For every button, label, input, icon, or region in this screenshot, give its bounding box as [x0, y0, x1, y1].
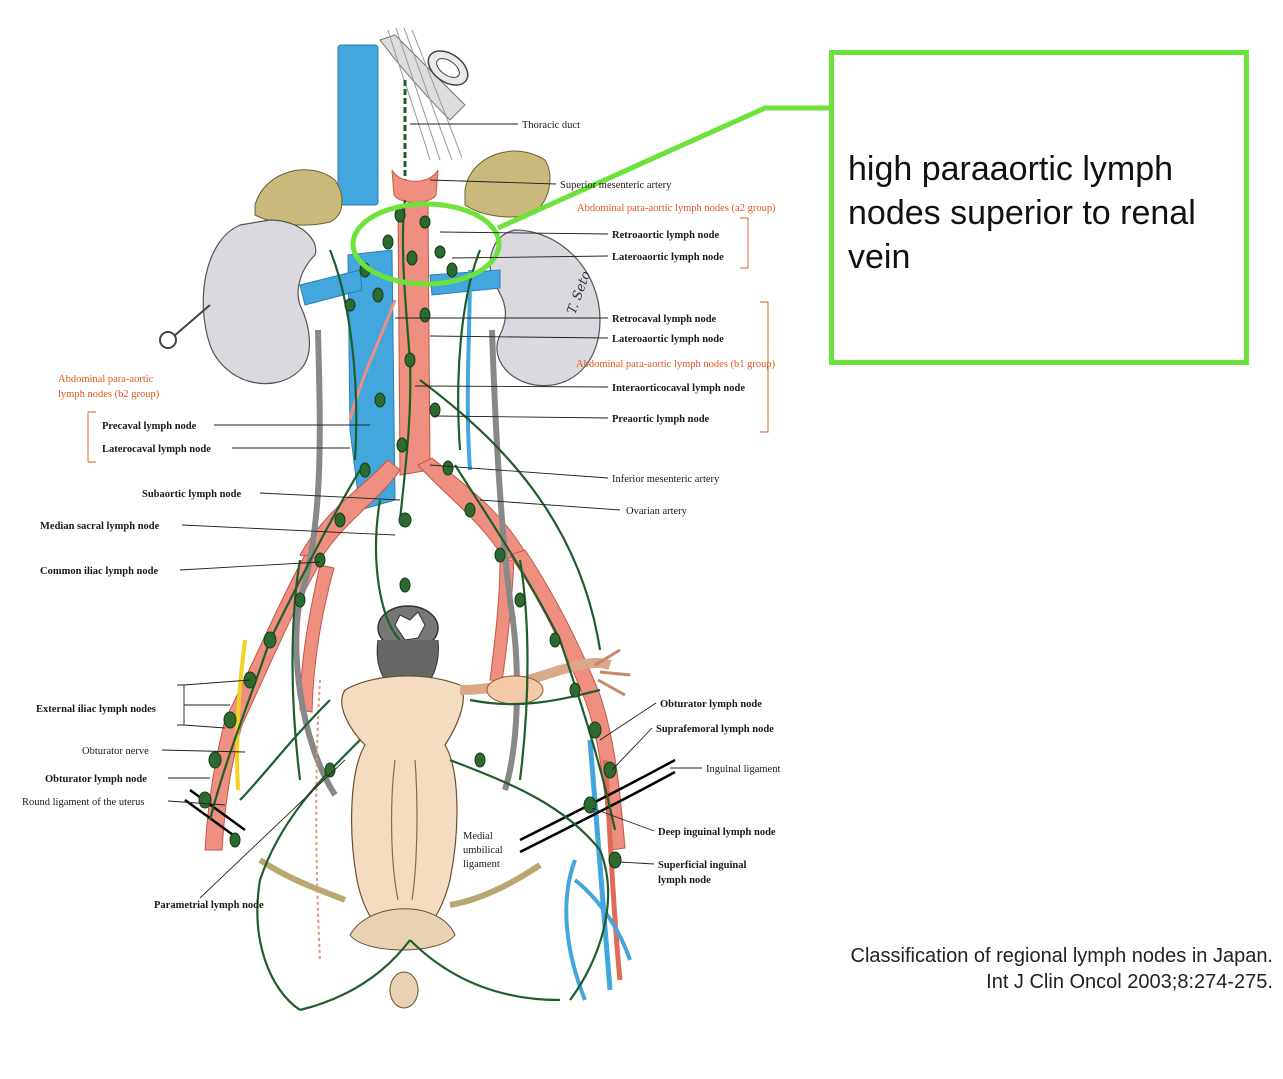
- leader-lateroaortic-upper: [451, 255, 609, 259]
- label-suprafemoral-lymph-node: Suprafemoral lymph node: [656, 724, 774, 735]
- leader-lateroaortic-lower: [429, 335, 609, 339]
- leader-common-iliac: [179, 561, 321, 571]
- label-precaval-lymph-node: Precaval lymph node: [102, 421, 197, 432]
- leader-round-ligament: [167, 800, 226, 806]
- label-superior-mesenteric-artery: Superior mesenteric artery: [560, 180, 672, 191]
- label-subaortic-lymph-node: Subaortic lymph node: [142, 489, 242, 500]
- inferior-vena-cava-upper: [337, 44, 379, 206]
- label-obturator-nerve: Obturator nerve: [82, 746, 149, 757]
- citation: Classification of regional lymph nodes i…: [851, 943, 1273, 995]
- saphenous-veins: [564, 859, 632, 1001]
- rectum: [376, 605, 439, 691]
- uterus-and-cervix: [341, 675, 464, 946]
- citation-line-1: Classification of regional lymph nodes i…: [850, 945, 1273, 967]
- label-median-sacral-lymph-node: Median sacral lymph node: [40, 521, 160, 532]
- label-b1-group: Abdominal para-aortic lymph nodes (b1 gr…: [576, 359, 776, 370]
- highlight-connector: [496, 105, 829, 231]
- medial-umbilical-ligament: [315, 679, 321, 961]
- label-external-iliac-lymph-nodes: External iliac lymph nodes: [36, 704, 156, 715]
- leader-preaortic: [434, 415, 609, 419]
- label-interaorticocaval-lymph-node: Interaorticocaval lymph node: [612, 383, 745, 394]
- leader-deep-inguinal: [591, 807, 655, 832]
- diaphragm-crura: [379, 27, 469, 161]
- label-parametrial-lymph-node: Parametrial lymph node: [154, 900, 264, 911]
- left-external-iliac-vein: [235, 639, 247, 791]
- label-b2-group-line2: lymph nodes (b2 group): [58, 389, 160, 400]
- fascia-bands: [258, 857, 542, 908]
- left-internal-iliac-artery: [299, 564, 335, 713]
- left-external-iliac-artery: [204, 554, 323, 851]
- label-ovarian-artery: Ovarian artery: [626, 506, 688, 517]
- label-medial-umbilical-line1: Medial: [463, 831, 493, 842]
- label-obturator-lymph-node-left: Obturator lymph node: [45, 774, 147, 785]
- bracket-b1-group: [760, 301, 769, 433]
- vagina-canal: [390, 759, 418, 901]
- leader-ovarian-artery: [479, 499, 621, 511]
- label-laterocaval-lymph-node: Laterocaval lymph node: [102, 444, 211, 455]
- leader-obturator-right: [599, 702, 657, 741]
- anus: [389, 971, 419, 1009]
- bracket-b2-group: [87, 411, 96, 463]
- label-round-ligament: Round ligament of the uterus: [22, 797, 144, 808]
- label-superficial-inguinal-line2: lymph node: [658, 875, 711, 886]
- leader-obturator-nerve: [161, 749, 246, 753]
- label-superficial-inguinal-line1: Superficial inguinal: [658, 860, 746, 871]
- aorta-upper: [391, 169, 439, 203]
- inguinal-ligament-right-2: [519, 770, 676, 854]
- label-retroaortic-lymph-node: Retroaortic lymph node: [612, 230, 719, 241]
- ovarian-artery-left: [348, 299, 397, 421]
- bracket-a2-group: [740, 217, 749, 269]
- left-common-iliac-artery: [299, 459, 401, 561]
- leader-superior-mesenteric: [429, 179, 557, 185]
- label-inguinal-ligament: Inguinal ligament: [706, 764, 780, 775]
- ovarian-vein-right: [465, 269, 472, 471]
- leader-subaortic: [259, 492, 401, 501]
- vulva: [349, 908, 456, 951]
- leader-parametrial: [199, 759, 346, 899]
- label-retrocaval-lymph-node: Retrocaval lymph node: [612, 314, 717, 325]
- callout-text: high paraaortic lymph nodes superior to …: [848, 150, 1196, 276]
- label-medial-umbilical-line2: umbilical: [463, 845, 503, 856]
- callout-box: high paraaortic lymph nodes superior to …: [829, 50, 1249, 365]
- left-adrenal: [254, 169, 343, 226]
- highlight-ellipse: [350, 201, 502, 287]
- leader-interaorticocaval: [414, 385, 609, 388]
- label-preaortic-lymph-node: Preaortic lymph node: [612, 414, 710, 425]
- right-fimbria: [594, 648, 631, 697]
- inferior-vena-cava: [347, 249, 396, 511]
- label-b2-group-line1: Abdominal para-aortic: [58, 374, 154, 385]
- ureter-right: [489, 329, 520, 791]
- label-lateroaortic-lymph-node-upper: Lateroaortic lymph node: [612, 252, 724, 263]
- leader-suprafemoral: [611, 727, 653, 771]
- left-kidney: [202, 219, 317, 385]
- label-thoracic-duct: Thoracic duct: [522, 120, 580, 131]
- leader-superficial-inguinal: [619, 861, 655, 865]
- renal-vein-left: [299, 269, 363, 306]
- label-lateroaortic-lymph-node-lower: Lateroaortic lymph node: [612, 334, 724, 345]
- leader-median-sacral: [181, 524, 396, 536]
- lymph-nodes: [198, 207, 622, 869]
- retractor-hook: [159, 304, 211, 349]
- label-a2-group: Abdominal para-aortic lymph nodes (a2 gr…: [577, 203, 776, 214]
- leader-inferior-mesenteric: [429, 464, 609, 479]
- right-adrenal: [464, 150, 551, 218]
- right-ovary: [486, 675, 544, 705]
- label-medial-umbilical-line3: ligament: [463, 859, 500, 870]
- label-deep-inguinal-lymph-node: Deep inguinal lymph node: [658, 827, 776, 838]
- right-femoral-vein: [587, 739, 613, 991]
- citation-line-2: Int J Clin Oncol 2003;8:274-275.: [986, 971, 1273, 993]
- leader-external-iliac: [177, 679, 251, 729]
- label-common-iliac-lymph-node: Common iliac lymph node: [40, 566, 158, 577]
- label-obturator-lymph-node-right: Obturator lymph node: [660, 699, 762, 710]
- label-inferior-mesenteric-artery: Inferior mesenteric artery: [612, 474, 720, 485]
- leader-retroaortic: [439, 231, 609, 235]
